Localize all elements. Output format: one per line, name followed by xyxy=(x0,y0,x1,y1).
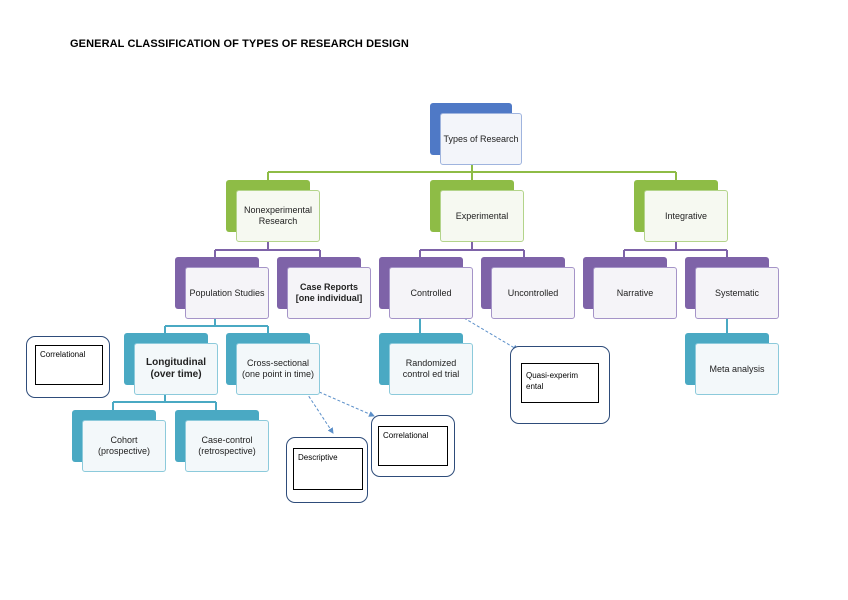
page-title: GENERAL CLASSIFICATION OF TYPES OF RESEA… xyxy=(70,38,409,50)
note-correlational-left: Correlational xyxy=(26,336,110,398)
note-descriptive: Descriptive xyxy=(286,437,368,503)
note-correlational-middle: Correlational xyxy=(371,415,455,477)
note-quasi-experimental: Quasi-experim ental xyxy=(510,346,610,424)
